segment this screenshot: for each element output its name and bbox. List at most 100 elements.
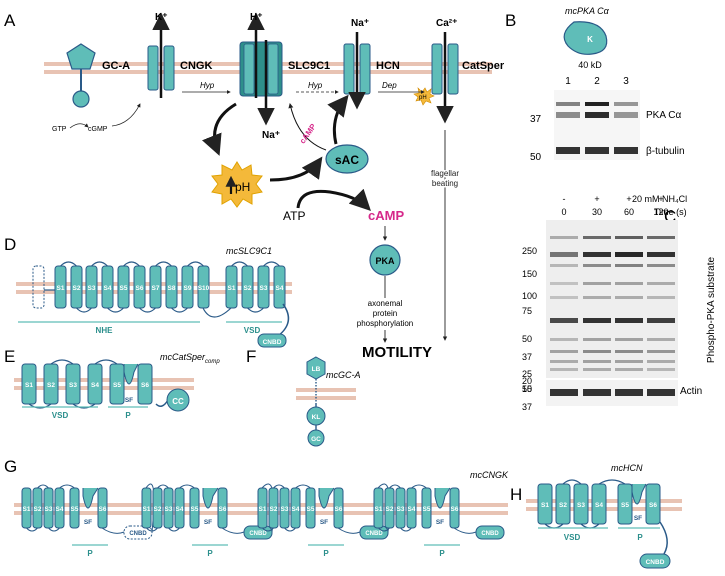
cngk-r1-segment-4-label: S4 <box>56 506 64 513</box>
cngk-r2-segment-6-label: S6 <box>219 506 227 513</box>
cngk-r2-segment-1-label: S1 <box>143 506 151 513</box>
cngk-r3-segment-1-label: S1 <box>259 506 267 513</box>
cngk-r2-loop-4 <box>179 484 195 489</box>
pka-label: PKA <box>375 256 395 266</box>
hcn-segment-4-label: S4 <box>595 502 603 509</box>
slc9c1-loop-2 <box>76 307 92 313</box>
flagellar-line-2: beating <box>432 179 458 188</box>
slc9c1-segment-8-label: S8 <box>168 285 176 292</box>
hcn-title: mcHCN <box>611 463 643 473</box>
dotted-segment-d <box>32 265 45 309</box>
cnbd-linker-d <box>277 303 290 337</box>
slc9c1-segment-4-label: S4 <box>104 285 112 292</box>
cnbd-label-d: CNBD <box>263 339 282 346</box>
slc9c1-segment-2-label: S2 <box>73 285 81 292</box>
cngk-r3-segment-6-label: S6 <box>335 506 343 513</box>
gca-title: mcGC-A <box>326 370 361 380</box>
cngk-r2-segment-3-label: S3 <box>165 506 173 513</box>
cnbd-linker-h <box>659 521 668 555</box>
kd-label: 40 kD <box>578 60 602 70</box>
dep-label: Dep <box>382 81 397 90</box>
hcn-loop-4 <box>598 479 626 485</box>
hcn-sf-label: SF <box>634 515 642 522</box>
catsper-segment-4-label: S4 <box>91 382 99 389</box>
cngk-r1-segment-2-label: S2 <box>34 506 42 513</box>
cngk-r2-segment-2-label: S2 <box>154 506 162 513</box>
catsper-channel <box>431 32 459 124</box>
cngk-r3-loop-1 <box>262 527 274 532</box>
gc-domain <box>307 429 325 447</box>
slc9c1-segment-13-label: S3 <box>260 285 268 292</box>
cgmp-to-cngk-arrow <box>111 103 141 127</box>
time-label: Time (s) <box>654 207 687 217</box>
hcn-segment-6-label: S6 <box>649 502 657 509</box>
cngk-r1-p-label: P <box>87 549 93 558</box>
na-ion-label-slc: Na⁺ <box>262 130 280 141</box>
ca-ion-label: Ca²⁺ <box>436 18 457 29</box>
p-label-h: P <box>637 533 643 542</box>
slc9c1-segment-7-label: S7 <box>152 285 160 292</box>
cnbd-label-h: CNBD <box>646 559 665 566</box>
cngk-title: mcCNGK <box>470 470 509 480</box>
axonemal-line-1: axonemal <box>368 299 403 308</box>
cngk-r3-sf: SF <box>320 519 328 526</box>
gtp-to-cgmp-arrow <box>69 123 89 129</box>
cngk-r2-pore <box>202 487 219 509</box>
cngk-r4-segment-4-label: S4 <box>408 506 416 513</box>
cngk-r3-loop-4 <box>295 484 311 489</box>
slc9c1-segment-14-box <box>273 265 286 309</box>
pka-title: mcPKA Cα <box>565 6 610 16</box>
cngk-r3-loop-3 <box>284 527 296 532</box>
panel-label-h: H <box>510 485 522 504</box>
cngk-r1-loop-2 <box>37 484 49 489</box>
slc9c1-segment-1-label: S1 <box>57 285 65 292</box>
hcn-segment-3-label: S3 <box>577 502 585 509</box>
catsper-segment-5-label: S5 <box>113 382 121 389</box>
vsd-label-h: VSD <box>564 533 581 542</box>
nhe-label: NHE <box>96 326 114 335</box>
gca-label: GC-A <box>102 60 130 72</box>
cc-linker <box>155 399 169 407</box>
slc9c1-loop-1 <box>60 261 77 267</box>
cngk-r4-cnbd-label: CNBD <box>481 531 499 537</box>
membrane-e <box>14 378 194 390</box>
cngk-r2-sf: SF <box>204 519 212 526</box>
cngk-r4-segment-2-label: S2 <box>386 506 394 513</box>
sac-label: sAC <box>335 153 359 167</box>
slc9c1-segment-12-label: S2 <box>244 285 252 292</box>
cc-domain <box>166 388 190 412</box>
cngk-r2-p-label: P <box>207 549 213 558</box>
small-ph-label: pH <box>419 95 427 101</box>
kl-label: KL <box>312 414 321 421</box>
ph-burst <box>211 161 263 208</box>
hyp-label-1: Hyp <box>200 81 215 90</box>
cngk-r4-loop-2 <box>389 484 401 489</box>
panel-label-g: G <box>4 457 17 476</box>
hcn-segment-1-label: S1 <box>541 502 549 509</box>
panel-label-d: D <box>4 235 16 254</box>
slc9c1-title: mcSLC9C1 <box>226 246 272 256</box>
cngk-channel <box>147 12 175 98</box>
slc9c1-loop-11 <box>231 261 248 267</box>
k-ion-label: K⁺ <box>155 12 168 23</box>
slc9c1-loop-12 <box>247 307 264 313</box>
slc9c1-segment-9-label: S9 <box>184 285 192 292</box>
catsper-segment-1-label: S1 <box>25 382 33 389</box>
panel-label-e: E <box>4 347 15 366</box>
catsper-loop-1 <box>28 403 52 409</box>
flagellar-line-1: flagellar <box>431 169 459 178</box>
lb-label: LB <box>312 366 321 373</box>
cngk-r1-segment-1-label: S1 <box>23 506 31 513</box>
hcn-segment-5-label: S5 <box>621 502 629 509</box>
cngk-r1-cnbd-linker <box>101 527 125 534</box>
hyp-label-2: Hyp <box>308 81 323 90</box>
pka-kinase-shape <box>563 21 608 55</box>
p-label-e: P <box>125 411 131 420</box>
cngk-r1-loop-1 <box>26 527 38 532</box>
cngk-r1-segment-5-label: S5 <box>71 506 79 513</box>
axonemal-line-3: phosphorylation <box>357 319 413 328</box>
cngk-r1-pore <box>82 487 99 509</box>
hcn-pore <box>631 483 647 505</box>
